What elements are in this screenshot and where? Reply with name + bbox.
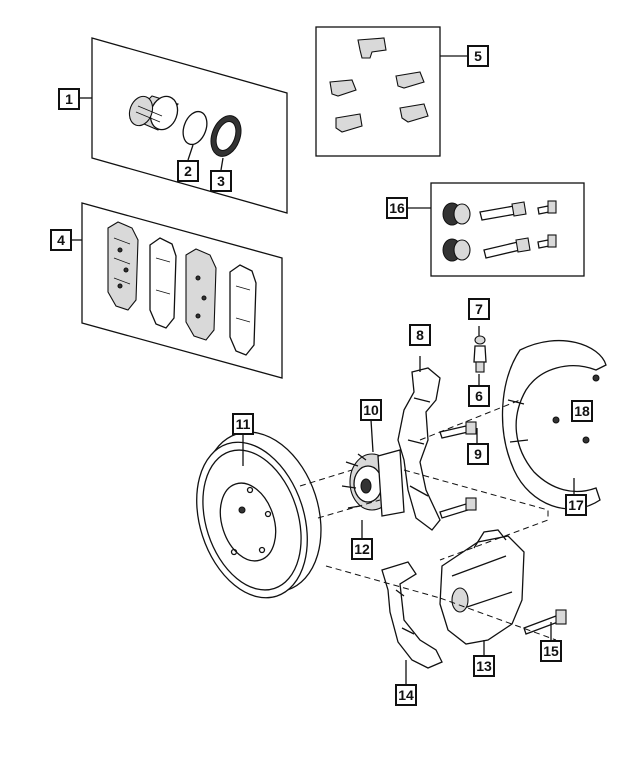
piston-seal-ring <box>182 110 208 146</box>
guide-pins <box>479 201 531 259</box>
guide-pin-bolts <box>537 200 557 249</box>
callout-6: 6 <box>468 385 490 407</box>
clips-panel <box>315 26 468 157</box>
callout-1: 1 <box>58 88 80 110</box>
piston-kit-panel <box>91 37 288 214</box>
callout-5: 5 <box>467 45 489 67</box>
caliper-bracket <box>381 561 443 684</box>
caliper-bolt <box>523 609 567 640</box>
callout-11: 11 <box>232 413 254 435</box>
caliper-piston <box>128 95 179 131</box>
callout-2: 2 <box>177 160 199 182</box>
knuckle-bolts <box>439 421 478 519</box>
callout-3: 3 <box>210 170 232 192</box>
callout-12: 12 <box>351 538 373 560</box>
steering-knuckle <box>397 356 441 531</box>
assembly-lines <box>299 399 557 641</box>
callout-18: 18 <box>571 400 593 422</box>
callout-10: 10 <box>360 399 382 421</box>
dust-shield <box>501 339 607 510</box>
callout-7: 7 <box>468 298 490 320</box>
callout-16: 16 <box>386 197 408 219</box>
callout-4: 4 <box>50 229 72 251</box>
guide-pin-kit-panel <box>408 182 585 277</box>
brake-pad-set <box>107 221 257 356</box>
brake-caliper <box>439 529 525 655</box>
callout-13: 13 <box>473 655 495 677</box>
callout-17: 17 <box>565 494 587 516</box>
callout-9: 9 <box>467 443 489 465</box>
brake-rotor <box>196 431 322 599</box>
hub-bearing <box>341 419 405 538</box>
callout-15: 15 <box>540 640 562 662</box>
pad-clips <box>329 37 429 133</box>
callout-8: 8 <box>409 324 431 346</box>
callout-14: 14 <box>395 684 417 706</box>
guide-pin-bushings <box>442 202 471 262</box>
bleeder-screw <box>473 326 487 385</box>
piston-boot <box>210 115 242 157</box>
brake-pads-panel <box>81 202 283 379</box>
